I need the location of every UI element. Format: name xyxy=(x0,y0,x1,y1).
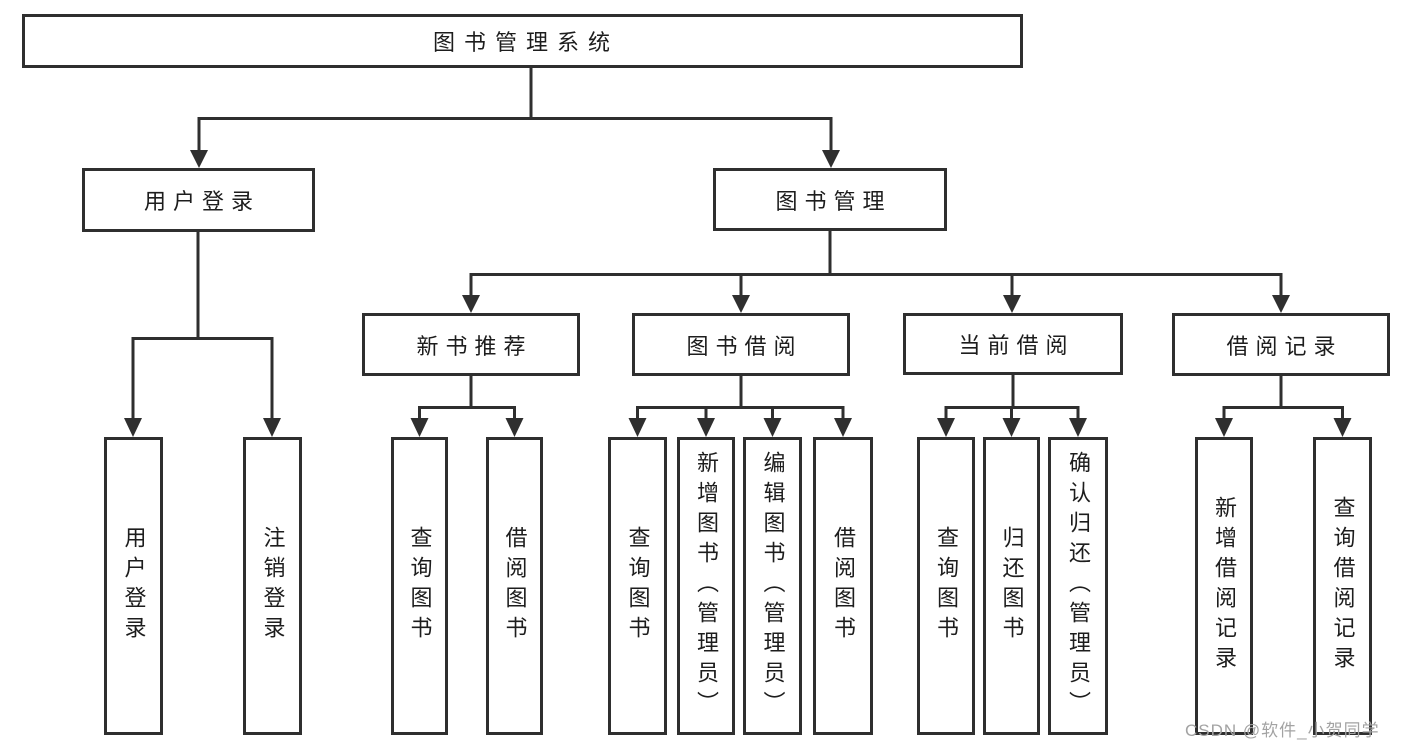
arrow-down-icon xyxy=(937,418,955,437)
edge-newbook-to-leaves xyxy=(418,376,516,420)
leaf-borrow-books-recommend: 借阅图书 xyxy=(486,437,543,735)
leaf-return-books-label: 归还图书 xyxy=(999,526,1025,646)
arrow-down-icon xyxy=(190,150,208,168)
leaf-logout-login: 注销登录 xyxy=(243,437,302,735)
leaf-user-login: 用户登录 xyxy=(104,437,163,735)
edge-currentborrow-to-leaves xyxy=(944,375,1080,420)
leaf-add-books-admin: 新增图书（管理员） xyxy=(677,437,735,735)
node-current-borrow-label: 当前借阅 xyxy=(958,333,1075,358)
node-user-login-label: 用户登录 xyxy=(143,189,260,214)
node-current-borrow: 当前借阅 xyxy=(903,313,1123,375)
edge-userlogin-to-leaves xyxy=(131,232,274,420)
arrow-down-icon xyxy=(263,418,281,437)
node-user-login: 用户登录 xyxy=(82,168,315,232)
leaf-borrow-books: 借阅图书 xyxy=(813,437,873,735)
leaf-query-books-borrow: 查询图书 xyxy=(608,437,667,735)
node-book-borrow: 图书借阅 xyxy=(632,313,850,376)
node-new-book-recommend: 新书推荐 xyxy=(362,313,580,376)
arrow-down-icon xyxy=(628,418,647,437)
leaf-query-books-current: 查询图书 xyxy=(917,437,975,735)
leaf-query-books-recommend-label: 查询图书 xyxy=(407,526,433,646)
leaf-query-borrow-record: 查询借阅记录 xyxy=(1313,437,1372,735)
arrow-down-icon xyxy=(834,418,852,437)
leaf-logout-login-label: 注销登录 xyxy=(260,526,286,646)
leaf-edit-books-admin: 编辑图书（管理员） xyxy=(743,437,802,735)
arrow-down-icon xyxy=(1272,295,1290,313)
leaf-return-books: 归还图书 xyxy=(983,437,1040,735)
node-root: 图书管理系统 xyxy=(22,14,1023,68)
leaf-add-borrow-record: 新增借阅记录 xyxy=(1195,437,1253,735)
leaf-edit-books-admin-label: 编辑图书（管理员） xyxy=(760,451,786,721)
arrow-down-icon xyxy=(1069,418,1087,437)
leaf-confirm-return-admin: 确认归还（管理员） xyxy=(1048,437,1108,735)
node-borrow-records: 借阅记录 xyxy=(1172,313,1390,376)
leaf-borrow-books-recommend-label: 借阅图书 xyxy=(502,526,528,646)
node-book-management: 图书管理 xyxy=(713,168,947,231)
edge-bookmgmt-to-level3 xyxy=(469,231,1283,298)
arrow-down-icon xyxy=(822,150,840,168)
leaf-add-books-admin-label: 新增图书（管理员） xyxy=(694,451,719,721)
node-new-book-recommend-label: 新书推荐 xyxy=(416,333,533,359)
leaf-confirm-return-admin-label: 确认归还（管理员） xyxy=(1066,451,1091,721)
edge-bookborrow-to-leaves xyxy=(636,376,845,420)
arrow-down-icon xyxy=(1215,418,1233,437)
node-borrow-records-label: 借阅记录 xyxy=(1226,333,1343,359)
arrow-down-icon xyxy=(410,418,429,437)
leaf-user-login-label: 用户登录 xyxy=(121,526,147,646)
arrow-down-icon xyxy=(763,418,782,437)
leaf-query-books-current-label: 查询图书 xyxy=(934,526,959,646)
leaf-add-borrow-record-label: 新增借阅记录 xyxy=(1212,496,1237,676)
leaf-query-borrow-record-label: 查询借阅记录 xyxy=(1330,496,1356,676)
leaf-query-books-recommend: 查询图书 xyxy=(391,437,448,735)
edge-root-to-level2 xyxy=(197,68,833,153)
watermark: CSDN @软件_小贺同学 xyxy=(1185,721,1380,740)
leaf-borrow-books-label: 借阅图书 xyxy=(831,526,856,646)
node-book-borrow-label: 图书借阅 xyxy=(686,333,803,359)
arrow-down-icon xyxy=(732,295,750,313)
arrow-down-icon xyxy=(1333,418,1352,437)
node-root-label: 图书管理系统 xyxy=(432,30,619,55)
edge-borrowrecords-to-leaves xyxy=(1222,376,1344,420)
leaf-query-books-borrow-label: 查询图书 xyxy=(625,526,651,646)
node-book-management-label: 图书管理 xyxy=(775,188,892,214)
arrow-down-icon xyxy=(462,295,480,313)
arrow-down-icon xyxy=(1002,418,1021,437)
arrow-down-icon xyxy=(697,418,715,437)
arrow-down-icon xyxy=(1003,295,1021,313)
arrow-down-icon xyxy=(124,418,142,437)
arrow-down-icon xyxy=(505,418,524,437)
